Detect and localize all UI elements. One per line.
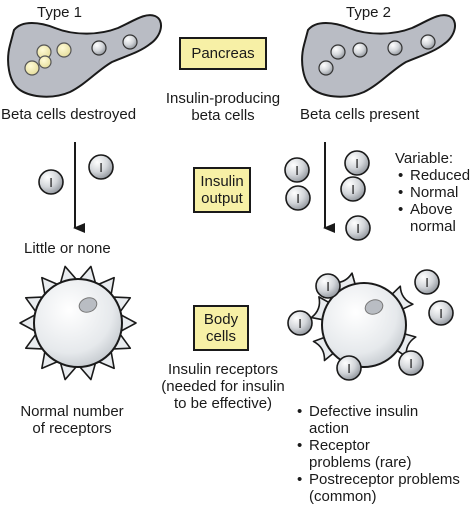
- insulin-molecule-icon: I: [284, 157, 310, 183]
- variable-item: Normal: [398, 184, 474, 201]
- insulin-label: I: [99, 160, 103, 175]
- insulin-molecule-icon: I: [428, 300, 454, 326]
- cell-body: [33, 278, 123, 368]
- insulin-label: I: [49, 175, 53, 190]
- cell-nucleus: [364, 299, 384, 315]
- beta-caption-line: beta cells: [191, 107, 255, 124]
- beta-cell: [387, 40, 403, 56]
- box-pancreas-label: Pancreas: [191, 45, 255, 62]
- beta-cell: [420, 34, 436, 50]
- insulin-receptor: [390, 285, 414, 311]
- box-insulin-label: output: [201, 190, 243, 207]
- type1-receptors-line: Normal number: [20, 403, 124, 420]
- type2-problems-list: Defective insulin action Receptor proble…: [297, 403, 467, 505]
- insulin-molecule-icon: I: [88, 154, 114, 180]
- insulin-label: I: [356, 221, 360, 236]
- pancreas-type1-icon: [7, 14, 162, 98]
- insulin-molecule-icon: I: [285, 185, 311, 211]
- insulin-molecule-icon: I: [345, 215, 371, 241]
- insulin-molecule-icon: I: [287, 310, 313, 336]
- receptor-caption-line: Insulin receptors: [167, 361, 279, 378]
- insulin-molecule-icon: I: [340, 176, 366, 202]
- problem-item: Postreceptor problems (common): [297, 471, 469, 505]
- variable-title: Variable:: [395, 150, 454, 167]
- problem-item: Defective insulin action: [297, 403, 435, 437]
- cell-body: [321, 282, 407, 368]
- receptor-caption-line: to be effective): [173, 395, 273, 412]
- type1-receptors-caption: Normal number of receptors: [8, 403, 136, 437]
- beta-caption-line: Insulin-producing: [165, 90, 281, 107]
- receptors-caption: Insulin receptors (needed for insulin to…: [148, 361, 298, 412]
- type1-beta-status: Beta cells destroyed: [1, 106, 137, 123]
- insulin-receptor: [312, 336, 335, 362]
- type1-insulin-amount: Little or none: [24, 240, 111, 257]
- insulin-label: I: [347, 361, 351, 376]
- box-pancreas: Pancreas: [179, 37, 267, 70]
- insulin-molecule-icon: I: [336, 355, 362, 381]
- box-insulin-label: Insulin: [200, 173, 244, 190]
- beta-cell: [122, 34, 138, 50]
- header-type1: Type 1: [37, 4, 83, 21]
- box-body-label: cells: [205, 328, 236, 345]
- pancreas-type2-icon: [301, 14, 456, 98]
- insulin-label: I: [298, 316, 302, 331]
- variable-item: Reduced: [398, 167, 474, 184]
- insulin-label: I: [295, 163, 299, 178]
- receptor-caption-line: (needed for insulin: [161, 378, 285, 395]
- beta-cell-destroyed: [56, 42, 72, 58]
- beta-cell-destroyed: [38, 55, 52, 69]
- insulin-molecule-icon: I: [344, 150, 370, 176]
- box-body-label: Body: [203, 311, 239, 328]
- insulin-molecule-icon: I: [398, 350, 424, 376]
- insulin-molecule-icon: I: [38, 169, 64, 195]
- beta-cell: [91, 40, 107, 56]
- cell-type1-icon: [19, 265, 137, 381]
- insulin-molecule-icon: I: [315, 273, 341, 299]
- box-body-cells: Body cells: [193, 305, 249, 351]
- insulin-label: I: [439, 306, 443, 321]
- insulin-label: I: [409, 356, 413, 371]
- insulin-label: I: [296, 191, 300, 206]
- variable-item: Above normal: [398, 201, 466, 235]
- beta-cell-destroyed: [24, 60, 40, 76]
- insulin-label: I: [326, 279, 330, 294]
- type1-receptors-line: of receptors: [32, 420, 112, 437]
- beta-cell: [318, 60, 334, 76]
- beta-cell: [352, 42, 368, 58]
- insulin-label: I: [351, 182, 355, 197]
- problem-item: Receptor problems (rare): [297, 437, 435, 471]
- type2-beta-status: Beta cells present: [300, 106, 420, 123]
- beta-cell: [330, 44, 346, 60]
- insulin-molecule-icon: I: [414, 269, 440, 295]
- header-type2: Type 2: [346, 4, 392, 21]
- cell-nucleus: [78, 297, 98, 313]
- box-insulin-output: Insulin output: [193, 167, 251, 213]
- variable-list: Reduced Normal Above normal: [398, 167, 474, 235]
- beta-cells-caption: Insulin-producing beta cells: [155, 90, 291, 124]
- cell-type2-icon: [310, 272, 417, 368]
- insulin-label: I: [425, 275, 429, 290]
- insulin-label: I: [355, 156, 359, 171]
